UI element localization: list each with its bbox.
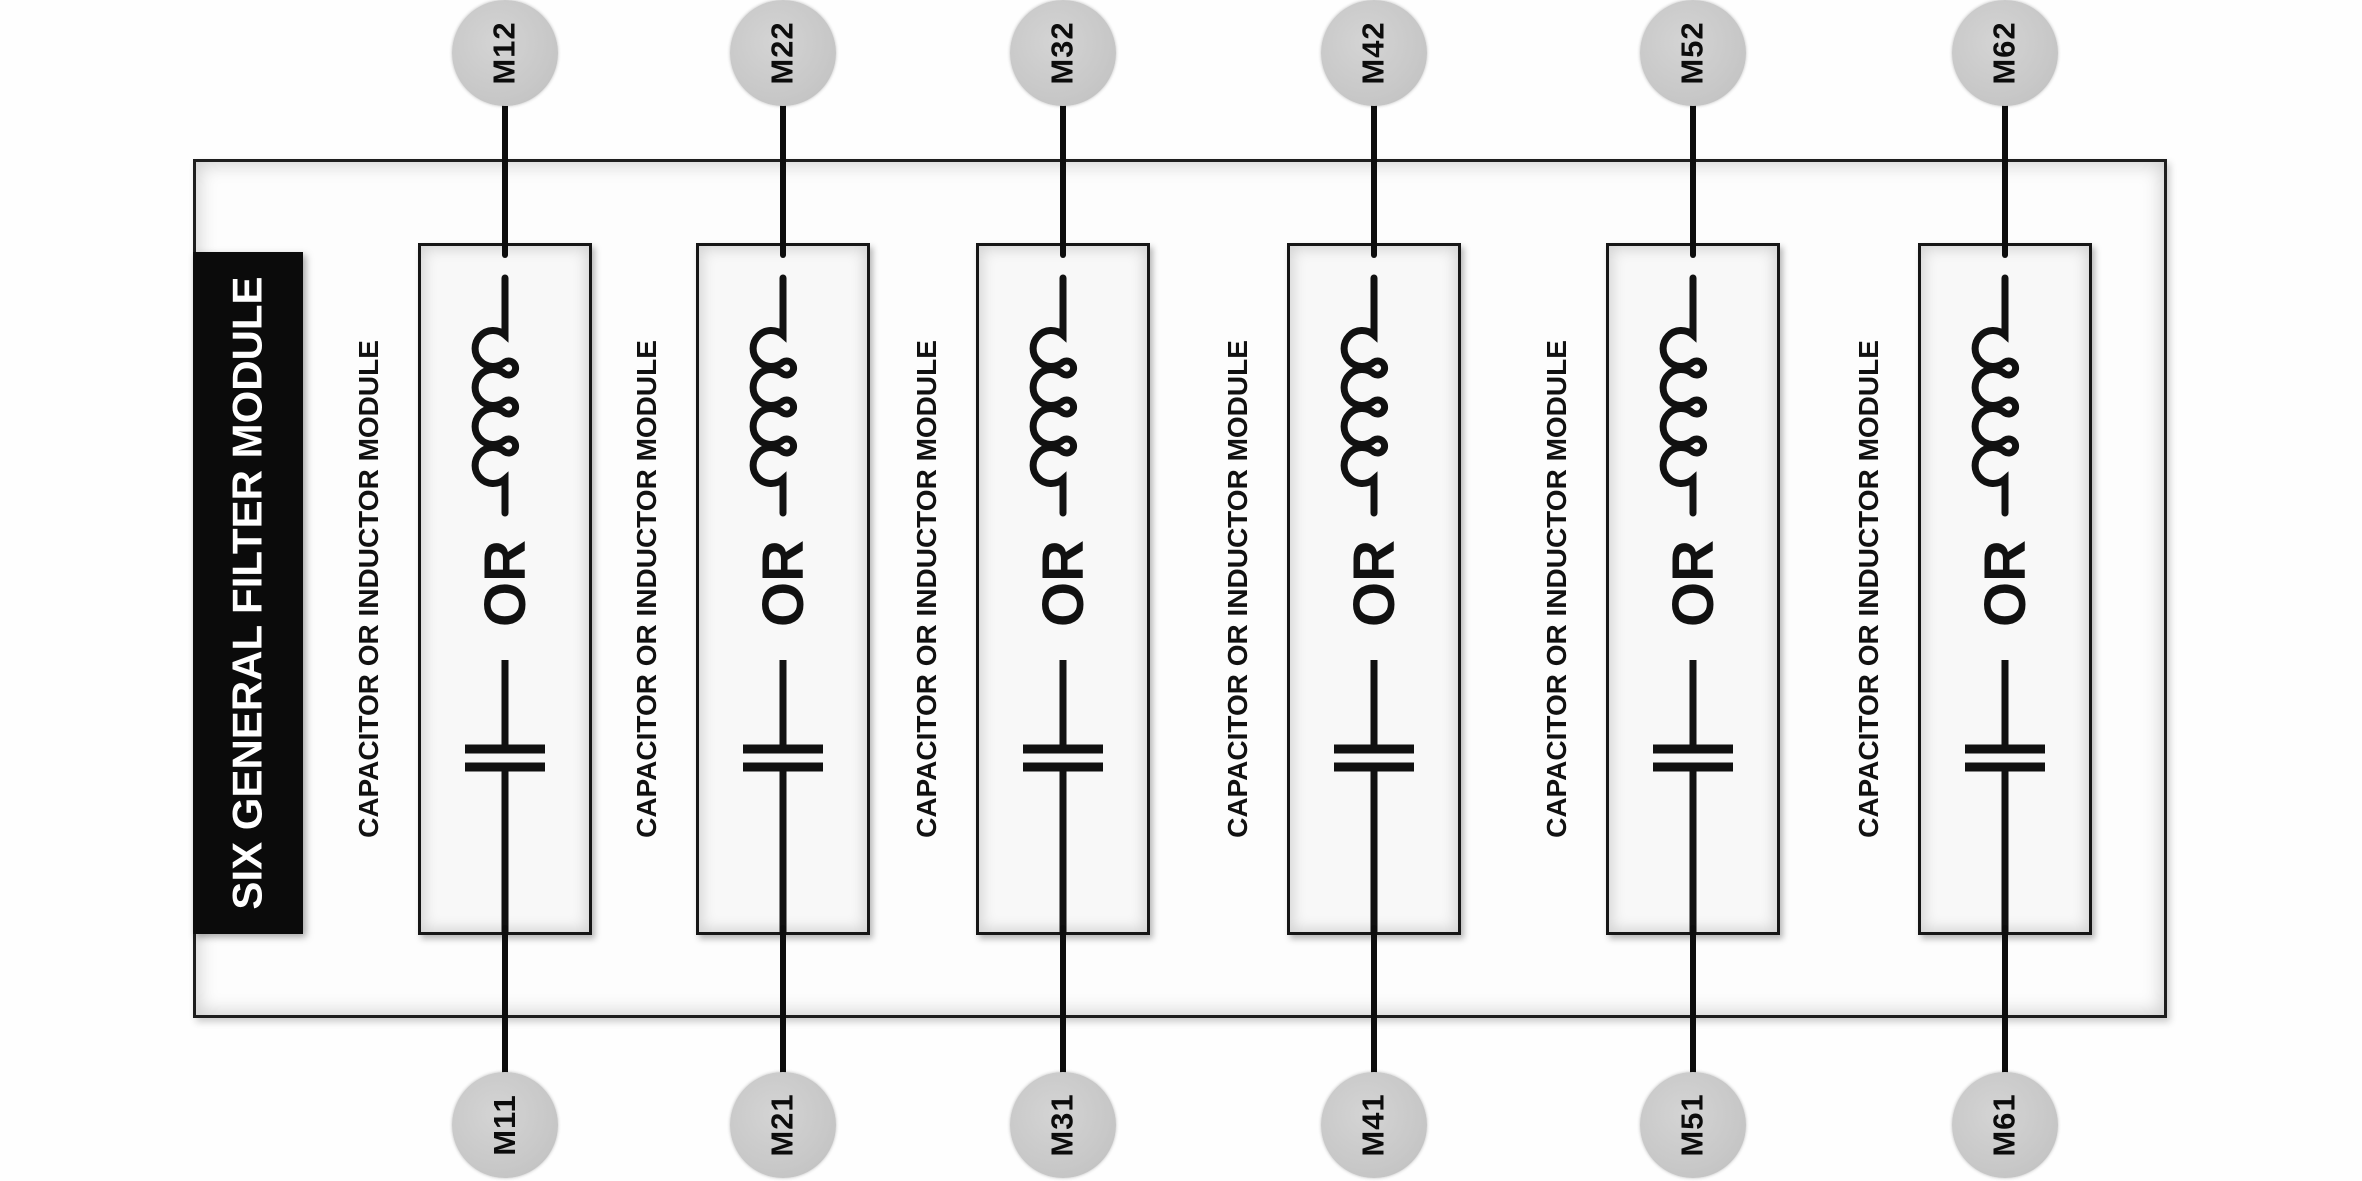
top-wire [1060, 96, 1066, 258]
terminal-m12: M12 [452, 0, 558, 106]
terminal-m41: M41 [1321, 1072, 1427, 1178]
title-banner: SIX GENERAL FILTER MODULE [193, 252, 303, 934]
capacitor-icon [1965, 660, 2045, 935]
module-label-text: CAPACITOR OR INDUCTOR MODULE [631, 340, 662, 838]
or-label: OR [1341, 539, 1407, 627]
bottom-wire [502, 925, 508, 1077]
inductor-icon [1971, 274, 2020, 517]
module-label: CAPACITOR OR INDUCTOR MODULE [1218, 243, 1258, 935]
module-label-text: CAPACITOR OR INDUCTOR MODULE [1853, 340, 1884, 838]
module-column-6: CAPACITOR OR INDUCTOR MODULE OR M62 M61 [1853, 0, 2115, 1181]
terminal-m51: M51 [1640, 1072, 1746, 1178]
module-label: CAPACITOR OR INDUCTOR MODULE [627, 243, 667, 935]
or-label: OR [472, 539, 538, 627]
terminal-m62: M62 [1952, 0, 2058, 106]
or-label: OR [1972, 539, 2038, 627]
terminal-m22: M22 [730, 0, 836, 106]
terminal-m61: M61 [1952, 1072, 2058, 1178]
module-label: CAPACITOR OR INDUCTOR MODULE [349, 243, 389, 935]
module-column-5: CAPACITOR OR INDUCTOR MODULE OR M52 M51 [1541, 0, 1803, 1181]
top-wire [502, 96, 508, 258]
capacitor-icon [743, 660, 823, 935]
module-label: CAPACITOR OR INDUCTOR MODULE [907, 243, 947, 935]
or-label: OR [1030, 539, 1096, 627]
or-label: OR [750, 539, 816, 627]
capacitor-icon [465, 660, 545, 935]
or-label: OR [1660, 539, 1726, 627]
module-label-text: CAPACITOR OR INDUCTOR MODULE [1541, 340, 1572, 838]
module-column-2: CAPACITOR OR INDUCTOR MODULE OR M22 M21 [631, 0, 893, 1181]
top-wire [1690, 96, 1696, 258]
bottom-wire [1060, 925, 1066, 1077]
terminal-m11: M11 [452, 1072, 558, 1178]
inductor-icon [1340, 274, 1389, 517]
inductor-icon [749, 274, 798, 517]
bottom-wire [1690, 925, 1696, 1077]
inductor-icon [1659, 274, 1708, 517]
terminal-m31: M31 [1010, 1072, 1116, 1178]
terminal-m42: M42 [1321, 0, 1427, 106]
bottom-wire [1371, 925, 1377, 1077]
terminal-m32: M32 [1010, 0, 1116, 106]
module-label-text: CAPACITOR OR INDUCTOR MODULE [1222, 340, 1253, 838]
module-label: CAPACITOR OR INDUCTOR MODULE [1849, 243, 1889, 935]
top-wire [780, 96, 786, 258]
module-column-4: CAPACITOR OR INDUCTOR MODULE OR M42 M41 [1222, 0, 1484, 1181]
banner-title: SIX GENERAL FILTER MODULE [224, 276, 272, 910]
module-label-text: CAPACITOR OR INDUCTOR MODULE [353, 340, 384, 838]
bottom-wire [780, 925, 786, 1077]
bottom-wire [2002, 925, 2008, 1077]
top-wire [1371, 96, 1377, 258]
module-label: CAPACITOR OR INDUCTOR MODULE [1537, 243, 1577, 935]
inductor-icon [471, 274, 520, 517]
module-column-3: CAPACITOR OR INDUCTOR MODULE OR M32 M31 [911, 0, 1173, 1181]
terminal-m52: M52 [1640, 0, 1746, 106]
top-wire [2002, 96, 2008, 258]
inductor-icon [1029, 274, 1078, 517]
capacitor-icon [1334, 660, 1414, 935]
module-column-1: CAPACITOR OR INDUCTOR MODULE OR M12 M11 [353, 0, 615, 1181]
terminal-m21: M21 [730, 1072, 836, 1178]
capacitor-icon [1023, 660, 1103, 935]
module-label-text: CAPACITOR OR INDUCTOR MODULE [911, 340, 942, 838]
capacitor-icon [1653, 660, 1733, 935]
